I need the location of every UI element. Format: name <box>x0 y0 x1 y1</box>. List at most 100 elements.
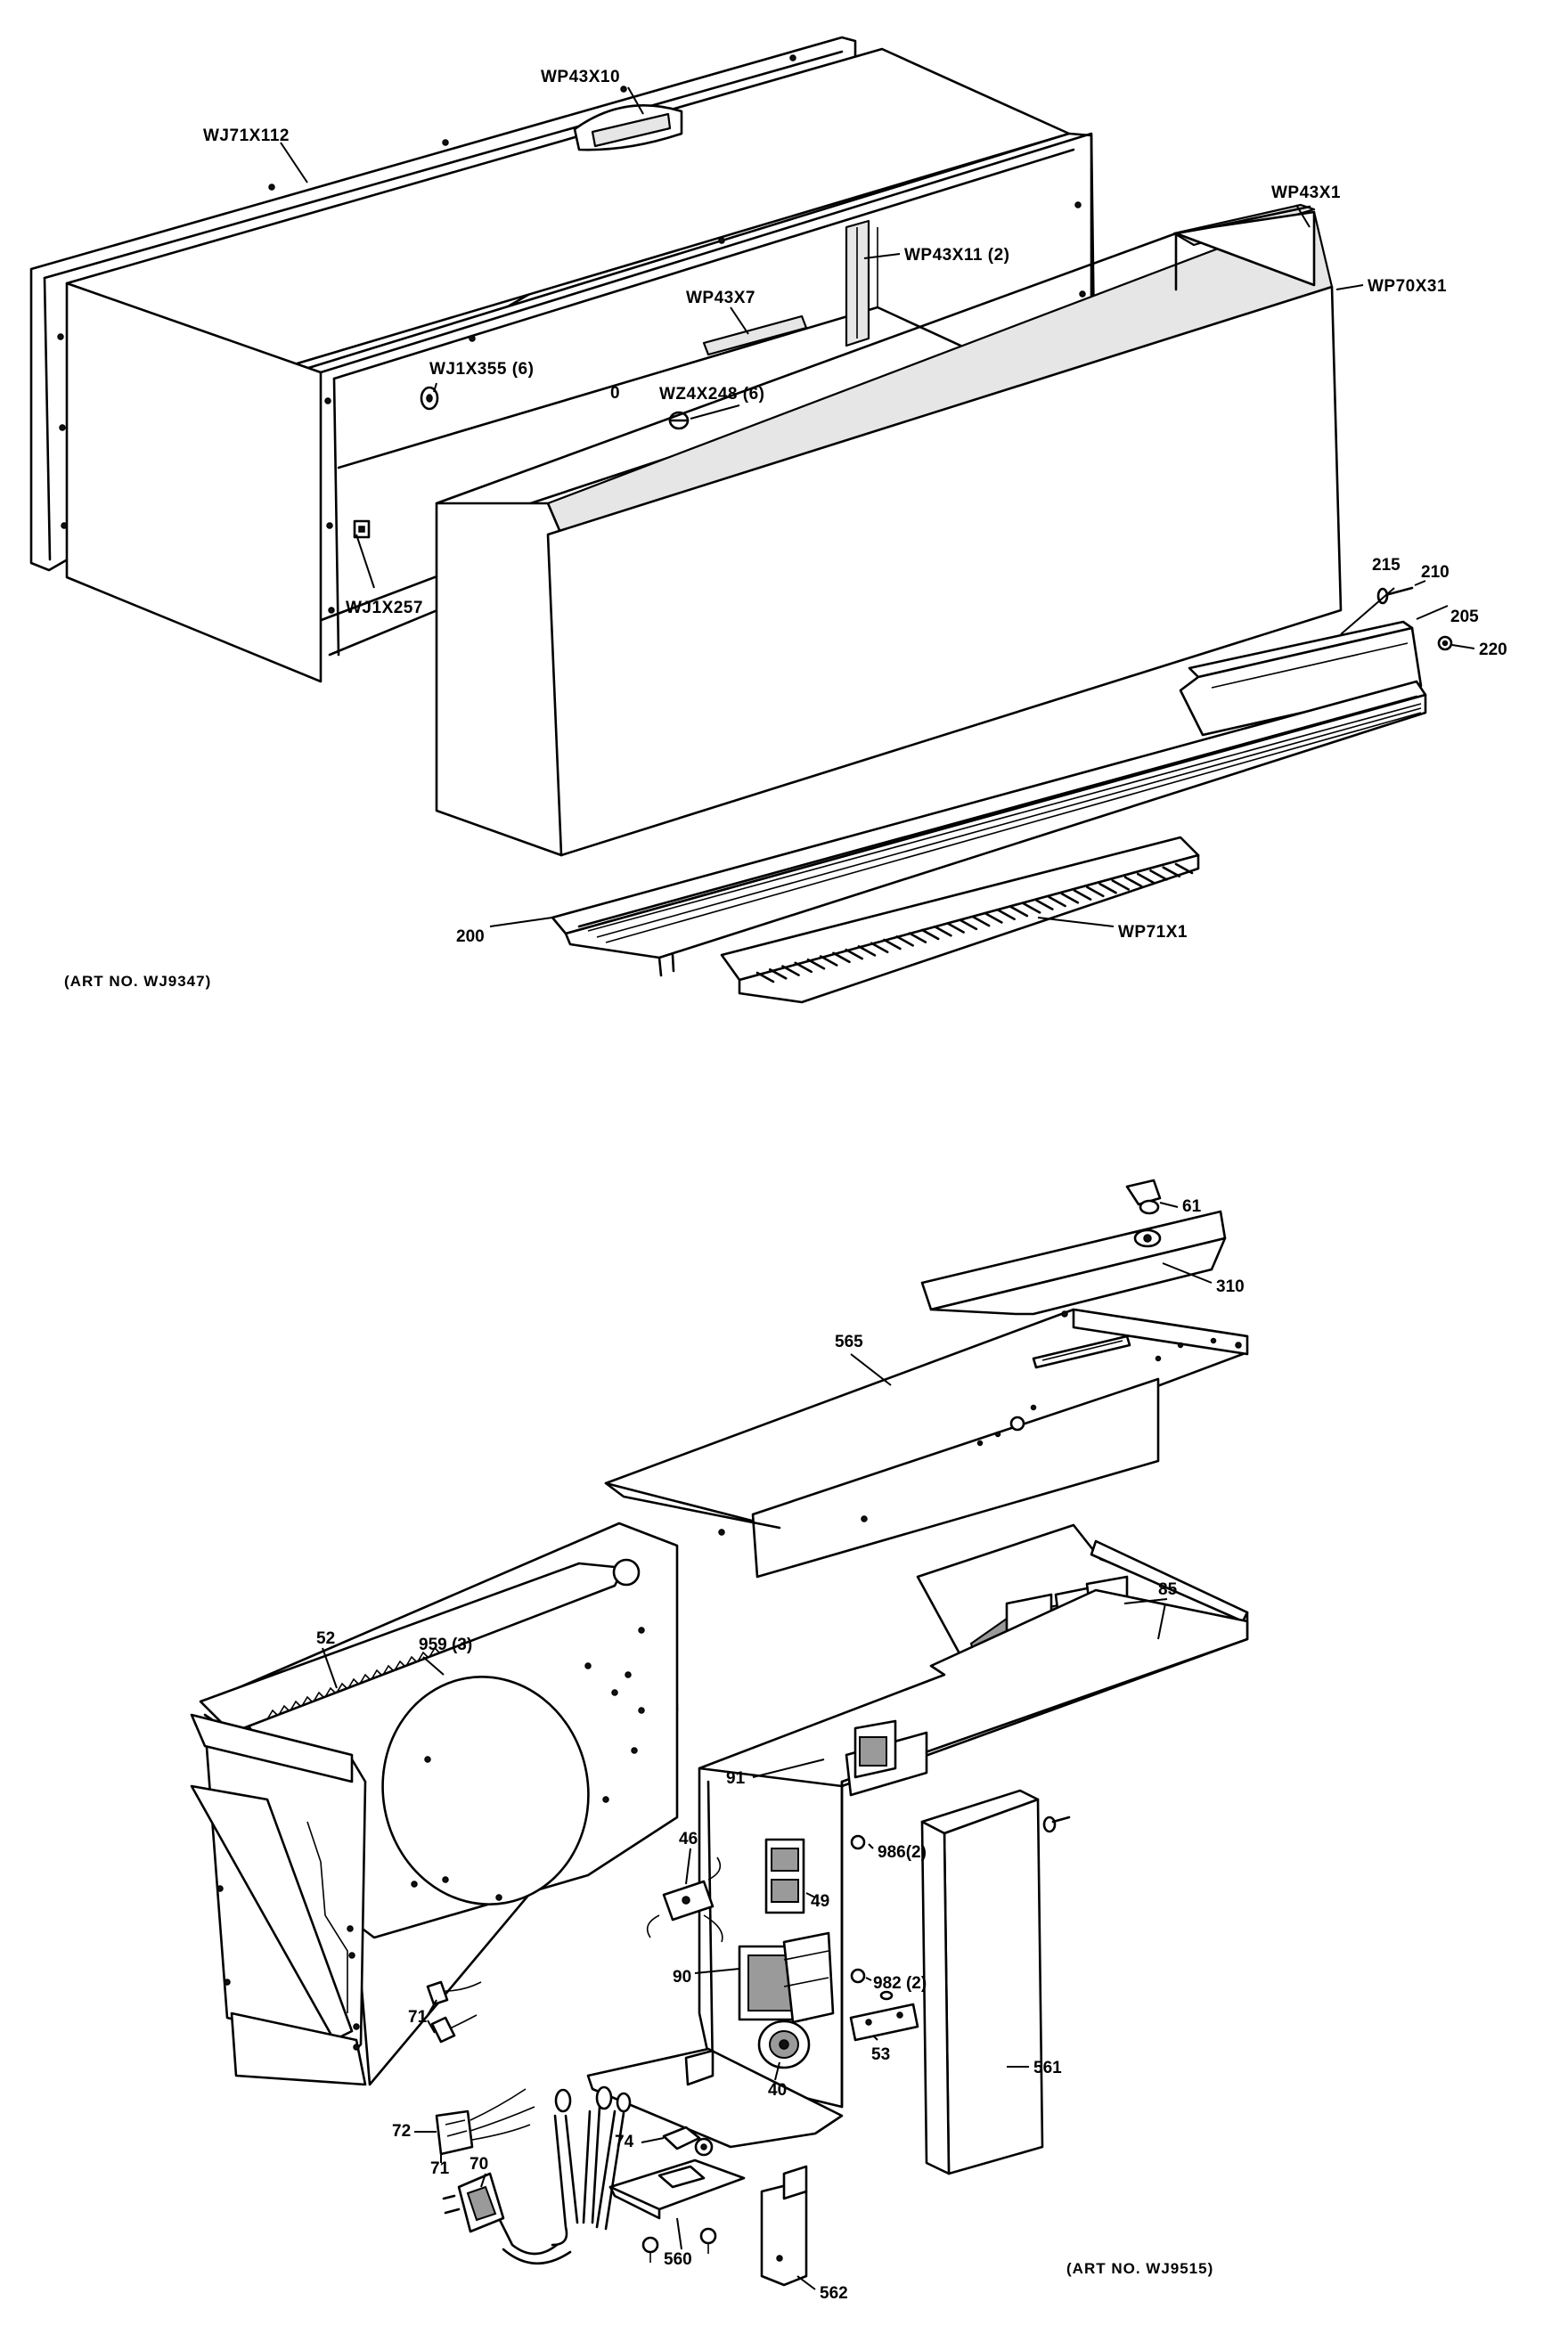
grille-louver <box>946 922 965 934</box>
gasket-wp43x10 <box>573 104 683 151</box>
label-61: 61 <box>1182 1197 1202 1216</box>
label-slot-mark: 0 <box>610 384 620 403</box>
switch-74 <box>662 2126 714 2157</box>
label-71-bottom: 71 <box>430 2159 450 2178</box>
gasket-wp43x7 <box>702 314 808 356</box>
comb-tooth <box>313 1691 325 1702</box>
comb-row <box>266 1646 441 1720</box>
label-wp43x10: WP43X10 <box>541 68 620 86</box>
label-560: 560 <box>664 2250 692 2269</box>
grille-louver <box>832 951 851 964</box>
cover-565 <box>604 1308 1249 1579</box>
grille-louver <box>1123 876 1143 888</box>
label-70: 70 <box>470 2155 488 2174</box>
panel-561 <box>920 1789 1071 2175</box>
label-71-top: 71 <box>408 2008 428 2027</box>
thermostat-40 <box>757 2020 811 2069</box>
connector-72 <box>435 2088 535 2156</box>
grille-louvers <box>755 862 1194 983</box>
grommet-986 <box>850 1834 866 1850</box>
grille-louver <box>1035 899 1054 910</box>
grille-louver <box>1174 862 1194 875</box>
grille-louver <box>857 945 877 957</box>
grille-louver <box>1073 889 1092 901</box>
art-number-top: (ART NO. WJ9347) <box>64 973 211 990</box>
gasket-wp43x11 <box>845 219 870 347</box>
label-72: 72 <box>392 2122 411 2141</box>
comb-tooth <box>290 1700 302 1711</box>
screw-982-a <box>850 1968 866 1984</box>
transformer-91 <box>845 1719 928 1797</box>
grille-louver <box>1149 869 1168 881</box>
plate-310 <box>920 1210 1227 1316</box>
label-986: 986(2) <box>878 1843 927 1862</box>
bulkhead-52 <box>190 1522 679 2086</box>
knob-61 <box>1125 1179 1162 1215</box>
comb-tooth <box>371 1669 383 1680</box>
label-wz4x248: WZ4X248 (6) <box>659 385 764 404</box>
grille-louver <box>934 925 952 937</box>
grille-louver <box>1048 895 1066 908</box>
top-leader-lines <box>280 86 1475 927</box>
screw-210 <box>1376 586 1414 605</box>
label-wp43x7: WP43X7 <box>686 289 755 307</box>
grille-wp71x1 <box>720 836 1200 1004</box>
grille-louver <box>1162 866 1181 877</box>
grille-louver <box>794 961 813 974</box>
grille-louver <box>1009 905 1029 918</box>
label-wj1x257: WJ1X257 <box>346 599 423 617</box>
grille-louver <box>1086 885 1105 898</box>
grille-louver <box>971 915 991 927</box>
terminal-53 <box>849 2003 919 2042</box>
comb-tooth <box>278 1704 290 1716</box>
power-cord-70 <box>442 2085 632 2265</box>
grille-louver <box>768 968 788 980</box>
grille-louver <box>1022 902 1041 914</box>
bottom-leader-lines <box>322 1202 1213 2290</box>
bottom-diagram: 61 310 565 85 52 959 (3) 91 46 49 986(2)… <box>190 1179 1249 2303</box>
comb-tooth <box>347 1677 360 1689</box>
label-200: 200 <box>456 927 485 946</box>
label-565: 565 <box>835 1333 863 1351</box>
nut-220 <box>1437 635 1453 651</box>
top-diagram: WP43X10 WJ71X112 WP43X1 WP43X11 (2) WP70… <box>29 36 1507 1004</box>
grommet-wj1x355 <box>420 386 439 411</box>
label-205: 205 <box>1450 608 1479 626</box>
grille-louver <box>1060 892 1080 904</box>
component-90 <box>738 1931 835 2024</box>
label-53: 53 <box>871 2045 890 2064</box>
grille-louver <box>755 971 775 983</box>
comb-tooth <box>359 1673 372 1685</box>
comb-tooth <box>336 1682 348 1693</box>
label-220: 220 <box>1479 641 1507 659</box>
grille-louver <box>908 932 927 943</box>
switch-46 <box>646 1856 723 1943</box>
control-box <box>586 1588 1249 2149</box>
grille-louver <box>819 955 838 967</box>
label-wp43x11: WP43X11 (2) <box>904 246 1010 265</box>
plate-560 <box>608 2158 746 2263</box>
label-wp71x1: WP71X1 <box>1118 923 1188 942</box>
label-982: 982 (2) <box>873 1974 927 1993</box>
comb-tooth <box>417 1651 429 1662</box>
grille-louver <box>806 958 826 970</box>
grille-louver <box>920 928 940 941</box>
comb-tooth <box>266 1709 279 1720</box>
grille-louver <box>781 965 800 976</box>
wall-sleeve-wj71x112 <box>29 36 1096 683</box>
label-90: 90 <box>673 1968 691 1987</box>
label-wp70x31: WP70X31 <box>1368 277 1447 296</box>
label-210: 210 <box>1421 563 1450 582</box>
label-46: 46 <box>679 1830 698 1848</box>
grille-louver <box>1136 872 1156 885</box>
label-310: 310 <box>1216 1277 1245 1296</box>
label-wj71x112: WJ71X112 <box>203 126 290 145</box>
label-91: 91 <box>726 1769 746 1788</box>
comb-tooth <box>394 1660 406 1671</box>
comb-tooth <box>382 1664 395 1676</box>
label-215: 215 <box>1372 556 1401 575</box>
label-40: 40 <box>768 2081 787 2100</box>
clip-wj1x257 <box>353 519 371 539</box>
label-wp43x1: WP43X1 <box>1271 184 1341 202</box>
